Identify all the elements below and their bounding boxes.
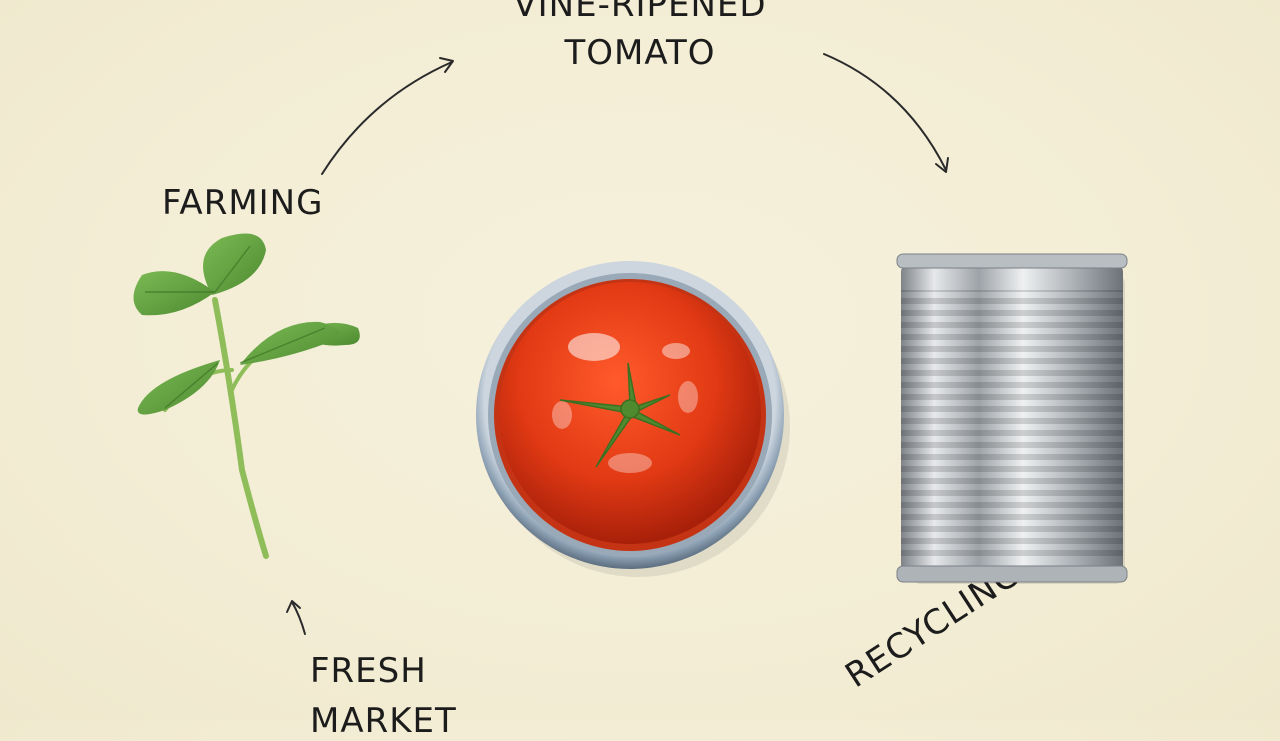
arrow-market-to-farming (286, 600, 306, 635)
seedling-icon (133, 233, 360, 559)
cycle-arrows (286, 53, 949, 635)
fresh-market-label-line1: FRESH (310, 651, 427, 691)
arrow-farming-to-tomato (321, 57, 454, 175)
tomato-in-can-icon (476, 261, 790, 577)
farming-label: FARMING (162, 183, 324, 223)
empty-can-icon (896, 253, 1128, 584)
arrow-tomato-to-can (823, 53, 949, 173)
vine-ripened-label-line2: TOMATO (564, 33, 716, 73)
vine-ripened-label-line1: VINE-RIPENED (513, 0, 767, 25)
